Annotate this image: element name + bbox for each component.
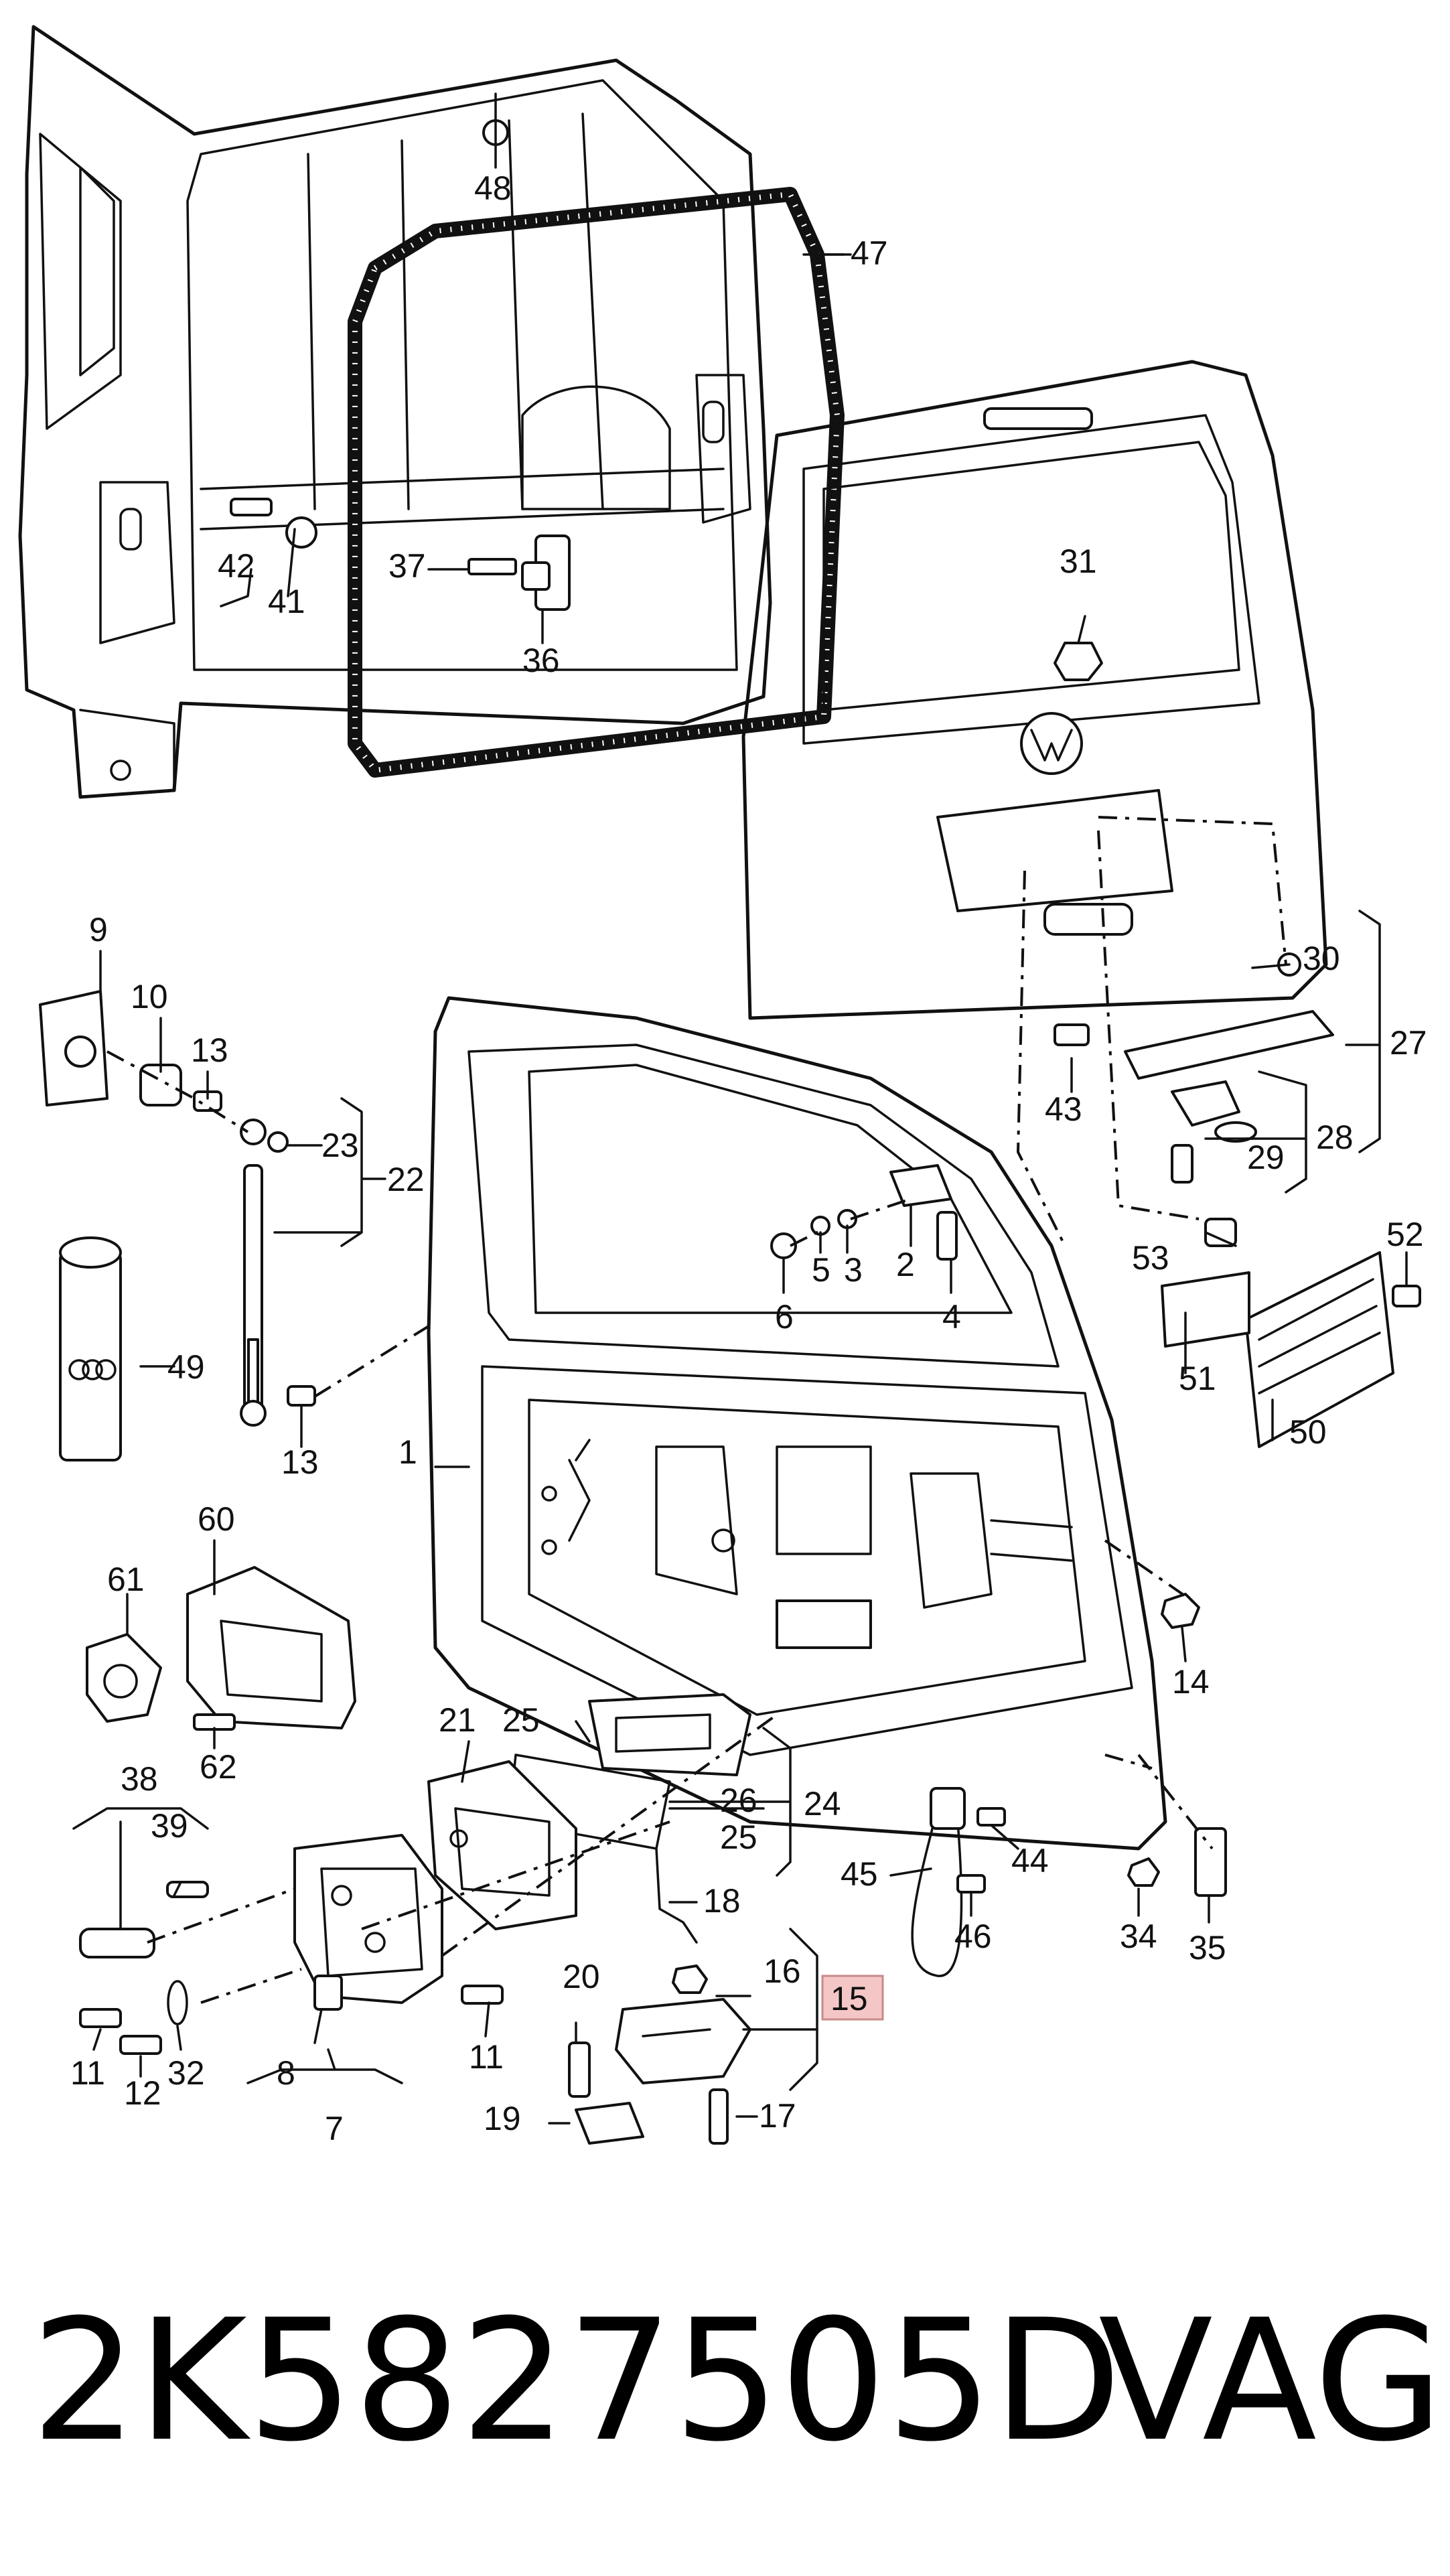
callout-42: 42 <box>218 547 255 585</box>
callout-labels: 48 47 42 41 37 36 31 30 27 28 29 43 53 5… <box>70 169 1427 2147</box>
callout-51: 51 <box>1179 1360 1216 1397</box>
callout-35: 35 <box>1189 1929 1226 1966</box>
callout-11b: 11 <box>469 2038 504 2076</box>
callout-38: 38 <box>121 1760 158 1798</box>
callout-2: 2 <box>896 1246 915 1283</box>
callout-27: 27 <box>1390 1024 1427 1062</box>
callout-7: 7 <box>325 2110 344 2147</box>
callout-20: 20 <box>563 1958 600 1995</box>
callout-37: 37 <box>388 547 426 585</box>
callout-14: 14 <box>1172 1663 1210 1701</box>
callout-49: 49 <box>167 1348 205 1386</box>
grease-spray-can <box>59 1236 122 1461</box>
callout-48: 48 <box>474 169 512 207</box>
part-number-caption: 2K5827505D <box>31 2283 1122 2478</box>
callout-31: 31 <box>1060 543 1097 580</box>
callout-5: 5 <box>812 1251 830 1289</box>
callout-22: 22 <box>387 1161 425 1198</box>
handle-trim-strip <box>1054 952 1334 1184</box>
callout-39: 39 <box>151 1807 188 1845</box>
callout-18: 18 <box>703 1882 741 1920</box>
callout-9: 9 <box>89 911 108 948</box>
tailgate-lock <box>79 1834 504 2055</box>
callout-15: 15 <box>830 1980 868 2017</box>
tailgate-latch <box>568 1964 751 2145</box>
callout-52: 52 <box>1386 1216 1424 1253</box>
callout-28: 28 <box>1316 1119 1354 1156</box>
callout-1: 1 <box>398 1433 417 1471</box>
callout-25a: 25 <box>502 1701 540 1739</box>
callout-17: 17 <box>759 2097 796 2135</box>
callout-45: 45 <box>841 1855 878 1893</box>
brand-caption: VAG <box>1098 2283 1444 2478</box>
callout-26: 26 <box>720 1782 757 1819</box>
callout-43: 43 <box>1045 1090 1082 1128</box>
callout-13a: 13 <box>191 1031 228 1069</box>
callout-11a: 11 <box>70 2054 105 2092</box>
callout-16: 16 <box>764 1952 801 1990</box>
inner-tailgate-frame <box>427 996 1227 1977</box>
callout-10: 10 <box>131 978 168 1015</box>
callout-44: 44 <box>1011 1842 1049 1879</box>
callout-19: 19 <box>484 2100 521 2137</box>
callout-21: 21 <box>439 1701 476 1739</box>
outer-tailgate-panel <box>741 360 1328 1020</box>
callout-13b: 13 <box>281 1443 319 1481</box>
leader-lines <box>72 92 1408 2125</box>
callout-61: 61 <box>107 1561 145 1598</box>
highlight-box-15 <box>821 1975 884 2021</box>
callout-8: 8 <box>277 2054 295 2092</box>
callout-25b: 25 <box>720 1818 757 1856</box>
number-plate-cover <box>1161 1218 1421 1448</box>
callout-46: 46 <box>954 1918 992 1955</box>
callout-53: 53 <box>1132 1239 1169 1277</box>
callout-32: 32 <box>167 2054 205 2092</box>
callout-60: 60 <box>198 1500 235 1538</box>
callout-23: 23 <box>321 1127 359 1164</box>
vehicle-rear-body <box>18 25 845 799</box>
callout-47: 47 <box>851 234 888 272</box>
callout-50: 50 <box>1289 1413 1327 1451</box>
callout-4: 4 <box>942 1298 961 1336</box>
lock-actuator-housing <box>86 1566 356 1731</box>
callout-3: 3 <box>844 1251 863 1289</box>
callout-41: 41 <box>268 583 305 620</box>
callout-29: 29 <box>1247 1139 1285 1176</box>
callout-62: 62 <box>200 1748 237 1786</box>
callout-36: 36 <box>522 642 560 679</box>
tailgate-handle-assembly <box>427 1693 751 1930</box>
callout-34: 34 <box>1120 1918 1157 1955</box>
callout-30: 30 <box>1303 940 1340 977</box>
callout-12: 12 <box>124 2074 161 2112</box>
callout-6: 6 <box>775 1298 794 1336</box>
callout-24: 24 <box>804 1785 841 1822</box>
